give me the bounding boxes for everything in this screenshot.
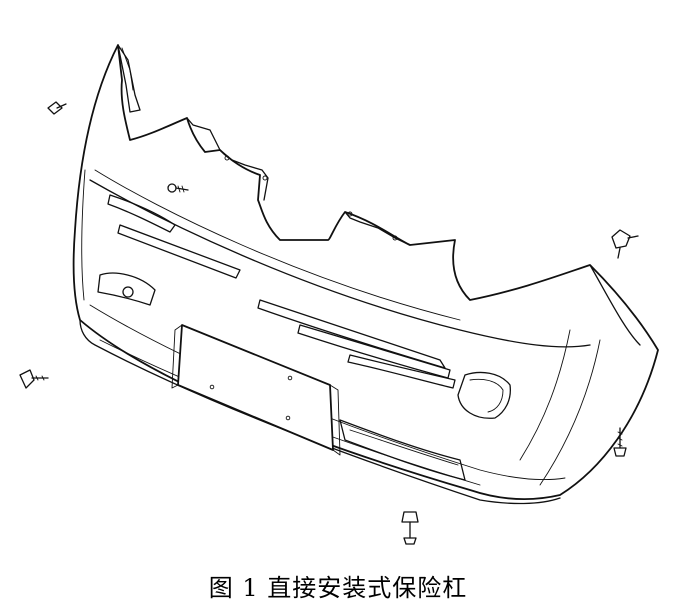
clip	[19, 229, 639, 389]
screw	[47, 101, 189, 193]
bumper-diagram	[19, 44, 659, 545]
figure-caption: 图 1 直接安装式保险杠	[208, 574, 468, 602]
bumper-cover	[72, 44, 659, 505]
license-plate-bracket	[171, 324, 341, 456]
bolt	[401, 427, 627, 545]
